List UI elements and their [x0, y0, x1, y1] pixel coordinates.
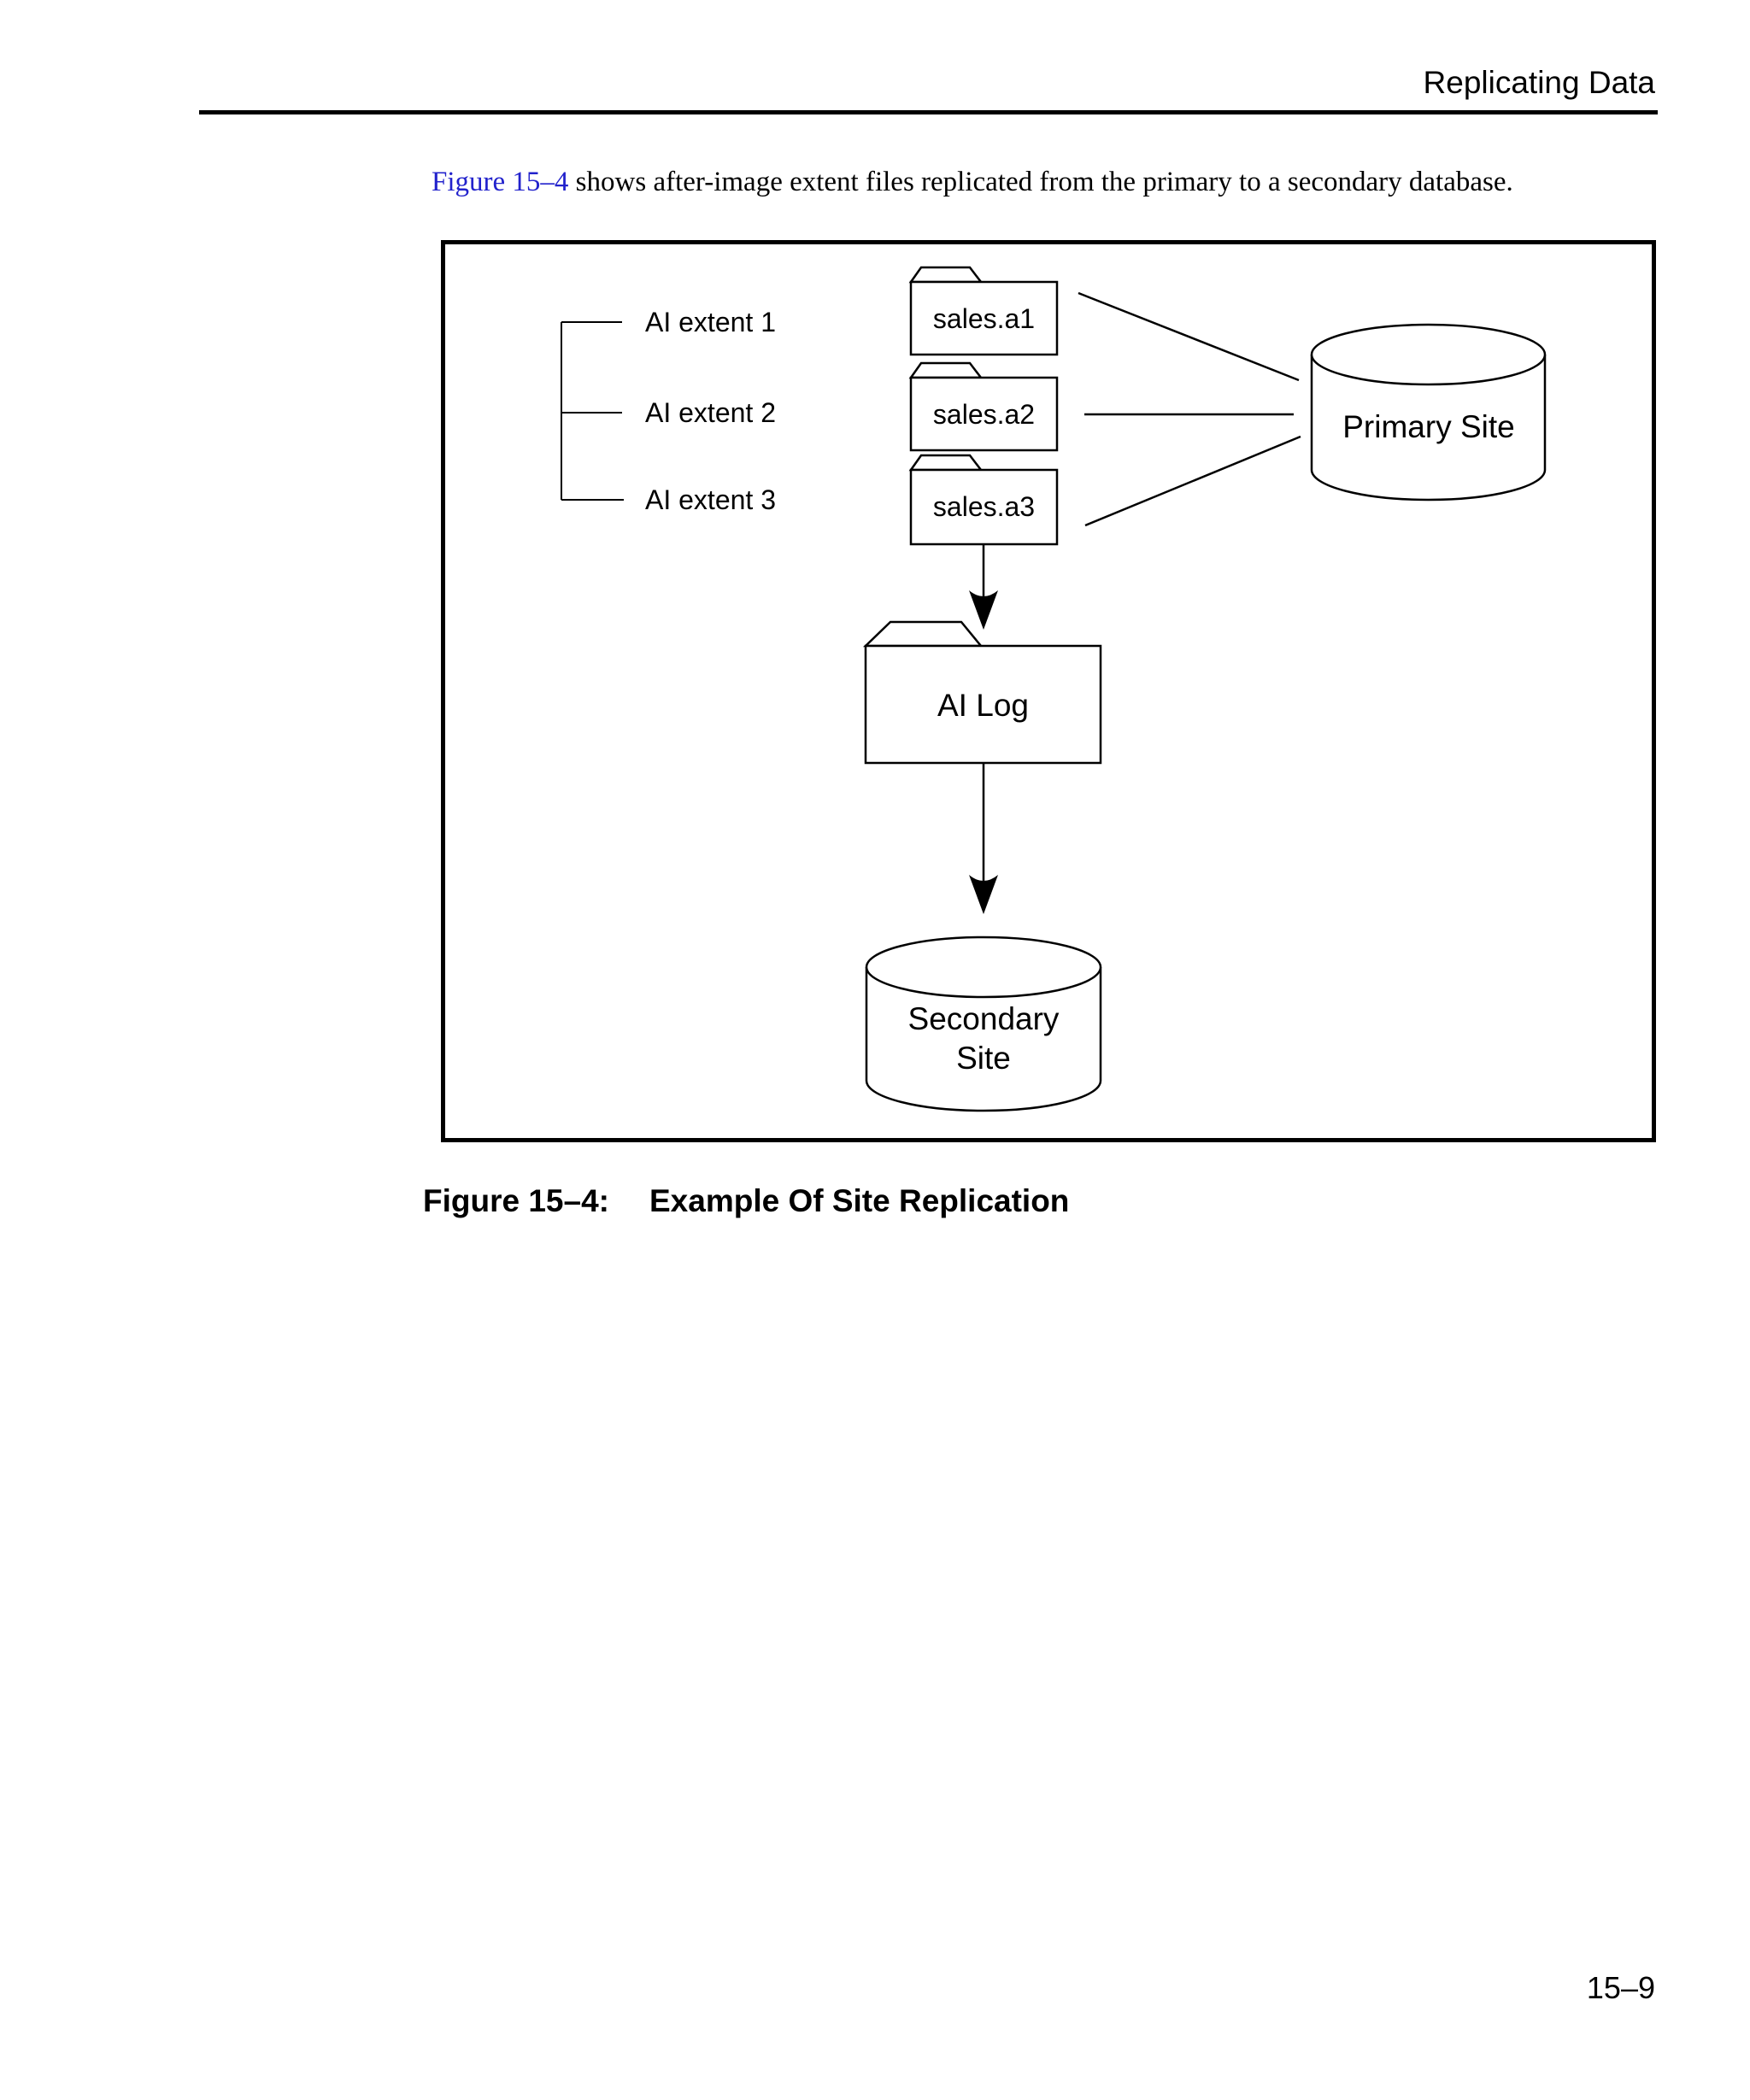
- figure-caption: Figure 15–4: Example Of Site Replication: [0, 1182, 1750, 1221]
- extent-label-3: AI extent 3: [645, 484, 776, 515]
- folder-label-sales-a3: sales.a3: [932, 491, 1036, 522]
- secondary-site-label-line2: Site: [956, 1041, 1011, 1076]
- header-rule: [199, 110, 1658, 114]
- primary-site-label: Primary Site: [1342, 409, 1515, 444]
- folder-label-sales-a2: sales.a2: [932, 399, 1036, 430]
- ai-log-label: AI Log: [937, 688, 1029, 723]
- secondary-site-label: Secondary Site: [866, 1000, 1101, 1078]
- intro-paragraph: Figure 15–4 shows after-image extent fil…: [432, 164, 1645, 200]
- page-number: 15–9: [1586, 1970, 1655, 2005]
- secondary-site-label-line1: Secondary: [907, 1001, 1060, 1036]
- caption-number: Figure 15–4:: [423, 1183, 609, 1218]
- folder-label-sales-a1: sales.a1: [932, 303, 1036, 334]
- figure-link[interactable]: Figure 15–4: [432, 167, 569, 197]
- page-header-title: Replicating Data: [1423, 65, 1655, 100]
- extent-label-1: AI extent 1: [645, 307, 776, 337]
- intro-text: shows after-image extent files replicate…: [568, 167, 1513, 197]
- caption-title: Example Of Site Replication: [649, 1183, 1070, 1218]
- extent-label-2: AI extent 2: [645, 397, 776, 428]
